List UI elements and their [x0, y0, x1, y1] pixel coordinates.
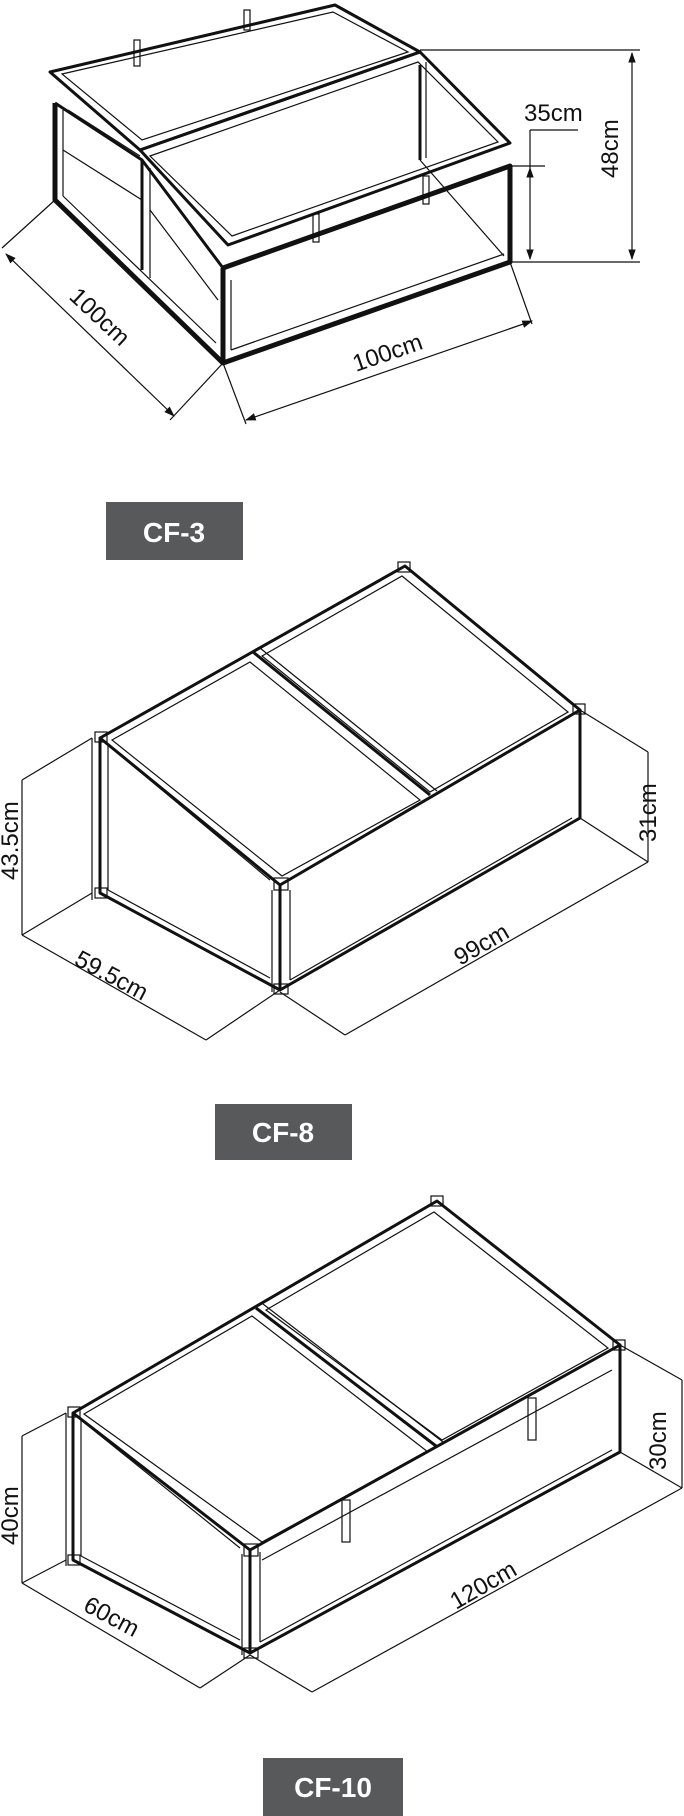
cf10-dimension-lines [21, 1344, 683, 1693]
cf3-height-label: 48cm [597, 119, 624, 178]
cf10-drawing: 40cm 60cm 120cm 30cm [0, 1195, 683, 1693]
cf10-width-label: 120cm [446, 1556, 522, 1615]
cf8-frame [91, 561, 586, 995]
cf10-frame [65, 1195, 626, 1659]
cf8-drawing: 43.5cm 59.5cm 99cm 31cm [0, 561, 662, 1041]
cf8-back-height-label: 43.5cm [0, 801, 24, 880]
cf10-model-label: CF-10 [294, 1772, 372, 1803]
cf3-model-badge: CF-3 [106, 502, 243, 560]
cf3-base-frame [52, 62, 513, 366]
cf10-model-badge: CF-10 [263, 1758, 403, 1816]
cf3-side-height-label: 35cm [524, 100, 583, 127]
cf3-drawing: 100cm 100cm 48cm 35cm [1, 3, 640, 425]
cf3-open-lids [48, 3, 512, 247]
cf10-front-height-label: 30cm [645, 1411, 672, 1470]
cf8-width-label: 99cm [450, 918, 514, 971]
cf3-model-label: CF-3 [143, 517, 205, 548]
cf10-back-height-label: 40cm [0, 1486, 24, 1545]
cf8-dimension-lines [21, 709, 649, 1041]
cf8-front-height-label: 31cm [635, 783, 662, 842]
cf3-dimension-lines [1, 49, 640, 425]
cf3-width-label: 100cm [349, 329, 426, 378]
cf8-model-label: CF-8 [252, 1117, 314, 1148]
cf8-model-badge: CF-8 [215, 1104, 352, 1160]
cf8-depth-label: 59.5cm [70, 945, 152, 1006]
cf3-depth-label: 100cm [64, 283, 135, 352]
